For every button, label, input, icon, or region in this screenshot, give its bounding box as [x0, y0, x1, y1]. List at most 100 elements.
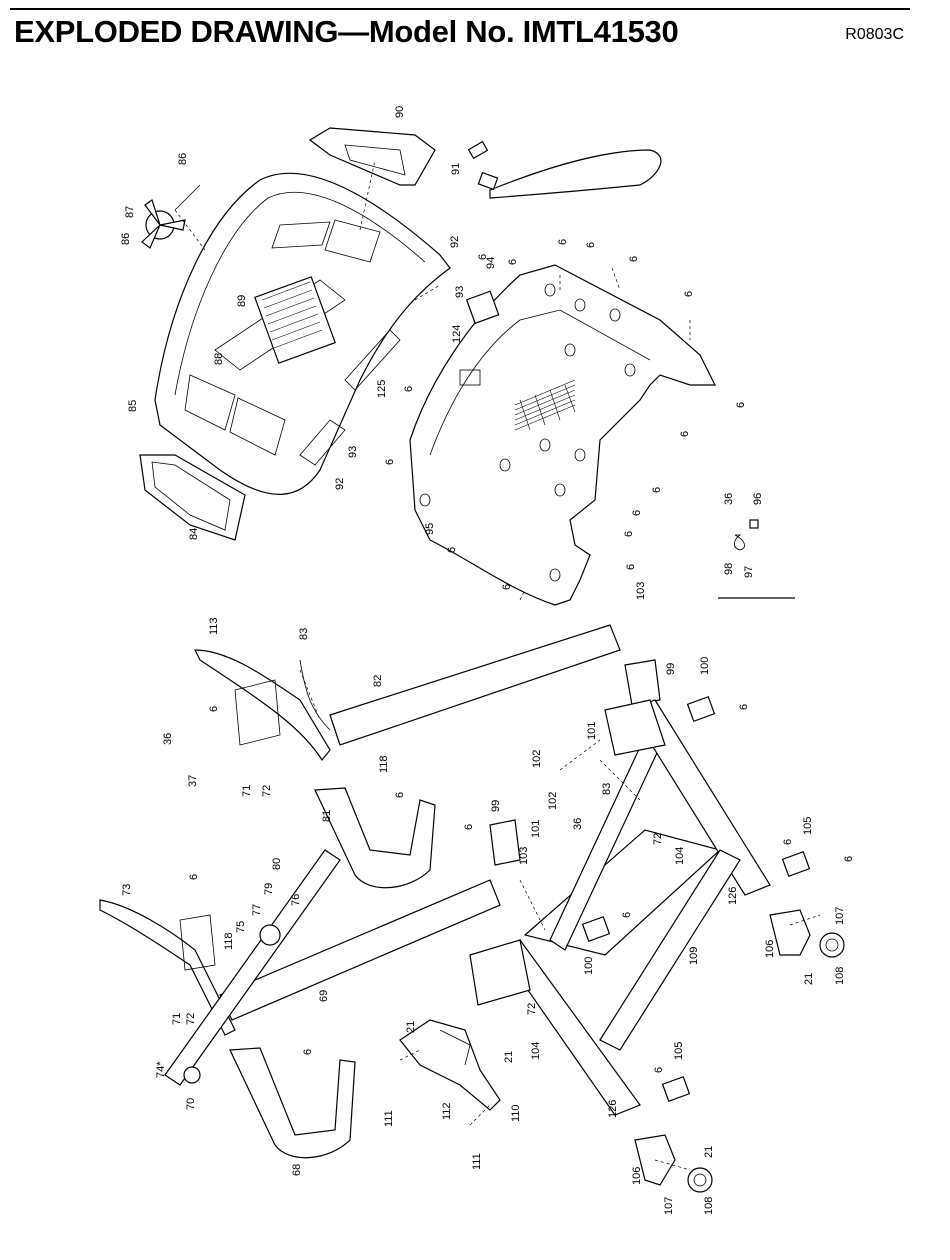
part-label: 83 [298, 628, 310, 640]
document-code: R0803C [845, 26, 904, 43]
part-label: 6 [679, 431, 691, 437]
part-label: 90 [394, 106, 406, 118]
part-label: 113 [208, 617, 220, 635]
part-label: 37 [187, 775, 199, 787]
part-label: 21 [703, 1146, 715, 1158]
part-label: 6 [651, 487, 663, 493]
part-90 [308, 127, 436, 186]
part-label: 6 [557, 239, 569, 245]
exploded-drawing: 90 91 86 87 86 92 93 94 124 89 88 85 125… [99, 106, 855, 1215]
part-label: 97 [743, 566, 755, 578]
part-label: 74* [155, 1061, 167, 1078]
part-labels: 90 91 86 87 86 92 93 94 124 89 88 85 125… [120, 106, 855, 1215]
part-label: 109 [688, 947, 700, 965]
part-label: 105 [802, 817, 814, 835]
part-label: 36 [572, 818, 584, 830]
part-label: 6 [683, 291, 695, 297]
part-label: 6 [302, 1049, 314, 1055]
part-label: 6 [782, 839, 794, 845]
part-label: 80 [271, 858, 283, 870]
part-label: 6 [631, 510, 643, 516]
part-label: 77 [251, 904, 263, 916]
title-bar: EXPLODED DRAWING—Model No. IMTL41530 R08… [10, 8, 910, 54]
part-113-handrail [194, 649, 331, 762]
part-label: 82 [372, 675, 384, 687]
part-label: 6 [384, 459, 396, 465]
part-label: 125 [376, 380, 388, 398]
part-label: 21 [803, 973, 815, 985]
part-label: 6 [477, 254, 489, 260]
part-label: 72 [185, 1013, 197, 1025]
part-label: 126 [607, 1100, 619, 1118]
part-label: 6 [621, 912, 633, 918]
part-label: 21 [503, 1051, 515, 1063]
part-label: 72 [261, 785, 273, 797]
part-label: 92 [334, 478, 346, 490]
part-label: 6 [735, 402, 747, 408]
part-label: 105 [673, 1042, 685, 1060]
part-label: 72 [652, 833, 664, 845]
part-label: 83 [601, 783, 613, 795]
part-label: 100 [699, 657, 711, 675]
part-label: 6 [394, 792, 406, 798]
part-label: 110 [510, 1104, 522, 1122]
part-label: 6 [446, 547, 458, 553]
part-label: 6 [628, 256, 640, 262]
part-91-strap [489, 149, 662, 199]
motor-hood [409, 264, 716, 606]
part-label: 6 [625, 564, 637, 570]
part-label: 111 [383, 1110, 395, 1127]
part-label: 103 [518, 847, 530, 865]
part-label: 81 [321, 810, 333, 822]
part-label: 104 [674, 847, 686, 865]
part-label: 76 [290, 894, 302, 906]
part-label: 71 [241, 785, 253, 797]
part-label: 73 [121, 884, 133, 896]
part-label: 102 [547, 792, 559, 810]
part-label: 70 [185, 1098, 197, 1110]
part-label: 6 [188, 874, 200, 880]
part-label: 6 [738, 704, 750, 710]
part-label: 89 [236, 295, 248, 307]
part-label: 98 [723, 563, 735, 575]
part-label: 6 [463, 824, 475, 830]
part-label: 101 [586, 722, 598, 740]
part-label: 99 [665, 663, 677, 675]
part-label: 72 [526, 1003, 538, 1015]
part-112-bracket [399, 1019, 501, 1111]
part-label: 112 [441, 1102, 453, 1120]
part-label: 93 [454, 286, 466, 298]
part-label: 85 [127, 400, 139, 412]
part-label: 91 [450, 163, 462, 175]
part-label: 103 [635, 582, 647, 600]
part-label: 79 [263, 883, 275, 895]
part-label: 118 [223, 932, 235, 950]
part-label: 6 [507, 259, 519, 265]
part-label: 88 [213, 353, 225, 365]
part-label: 100 [583, 957, 595, 975]
part-label: 21 [405, 1021, 417, 1033]
part-label: 104 [530, 1042, 542, 1060]
part-label: 107 [663, 1197, 675, 1215]
part-label: 106 [764, 940, 776, 958]
part-label: 69 [318, 990, 330, 1002]
part-label: 36 [162, 733, 174, 745]
part-label: 106 [631, 1167, 643, 1185]
part-label: 6 [653, 1067, 665, 1073]
part-label: 75 [235, 921, 247, 933]
part-label: 84 [188, 528, 200, 540]
part-label: 99 [490, 800, 502, 812]
fan-assembly [141, 184, 201, 249]
part-label: 71 [171, 1013, 183, 1025]
part-label: 118 [378, 755, 390, 773]
part-label: 124 [451, 325, 463, 343]
part-label: 36 [723, 493, 735, 505]
hood-assembly [154, 172, 451, 495]
part-label: 86 [177, 153, 189, 165]
part-label: 108 [834, 967, 846, 985]
part-label: 92 [449, 236, 461, 248]
part-label: 94 [485, 257, 497, 269]
part-label: 6 [501, 584, 513, 590]
part-label: 6 [585, 242, 597, 248]
part-label: 108 [703, 1197, 715, 1215]
